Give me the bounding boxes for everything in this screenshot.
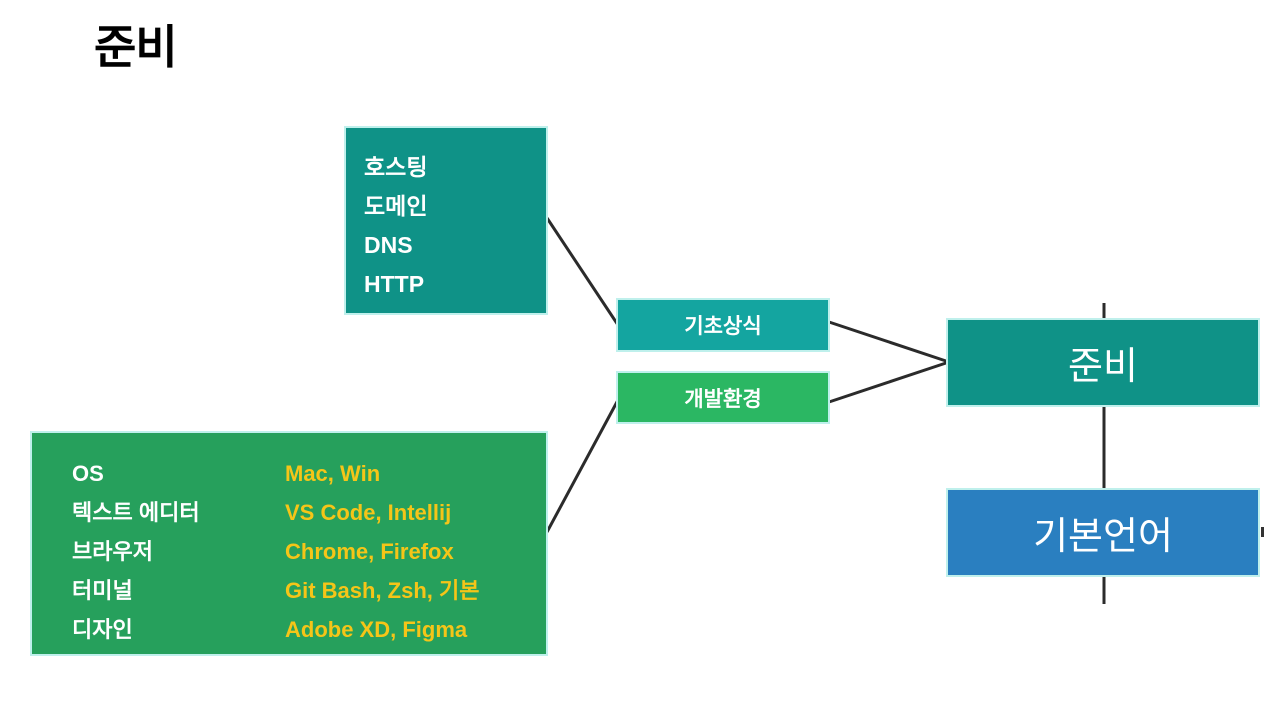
- dev-env-value-terminal: Git Bash, Zsh, 기본: [285, 578, 480, 603]
- basics-item-dns: DNS: [364, 232, 413, 258]
- node-base-language[interactable]: 기본언어: [946, 488, 1260, 577]
- edge-marker: [1261, 527, 1264, 537]
- dev-env-key-browser: 브라우저: [72, 539, 153, 564]
- node-dev-env[interactable]: 개발환경: [616, 371, 830, 424]
- basics-item-http: HTTP: [364, 271, 425, 297]
- basics-item-domain: 도메인: [364, 193, 428, 219]
- dev-env-row: 터미널 Git Bash, Zsh, 기본: [72, 571, 546, 610]
- connector-dev-env-to-prep: [828, 360, 950, 404]
- dev-env-value-design: Adobe XD, Figma: [285, 617, 468, 642]
- dev-env-row: 브라우저 Chrome, Firefox: [72, 532, 546, 571]
- basics-item-hosting: 호스팅: [364, 154, 428, 180]
- dev-env-value-editor: VS Code, Intellij: [285, 500, 452, 525]
- dev-env-key-design: 디자인: [72, 617, 133, 642]
- dev-env-key-os: OS: [72, 461, 104, 486]
- node-dev-env-detail[interactable]: OS Mac, Win 텍스트 에디터 VS Code, Intellij 브라…: [30, 431, 548, 656]
- connector-common-sense-to-prep: [828, 320, 950, 364]
- connector-basics-detail-to-common-sense: [545, 217, 620, 326]
- dev-env-value-os: Mac, Win: [285, 461, 381, 486]
- dev-env-value-browser: Chrome, Firefox: [285, 539, 454, 564]
- connector-dev-detail-to-dev-env: [545, 399, 620, 533]
- page-title: 준비: [94, 21, 178, 73]
- dev-env-key-editor: 텍스트 에디터: [72, 500, 200, 525]
- dev-env-row: 디자인 Adobe XD, Figma: [72, 610, 546, 649]
- node-basics-knowledge-detail[interactable]: 호스팅 도메인 DNS HTTP: [344, 126, 548, 315]
- dev-env-row: 텍스트 에디터 VS Code, Intellij: [72, 493, 546, 532]
- dev-env-row: OS Mac, Win: [72, 454, 546, 493]
- node-prep[interactable]: 준비: [946, 318, 1260, 407]
- node-common-sense[interactable]: 기초상식: [616, 298, 830, 352]
- dev-env-key-terminal: 터미널: [72, 578, 133, 603]
